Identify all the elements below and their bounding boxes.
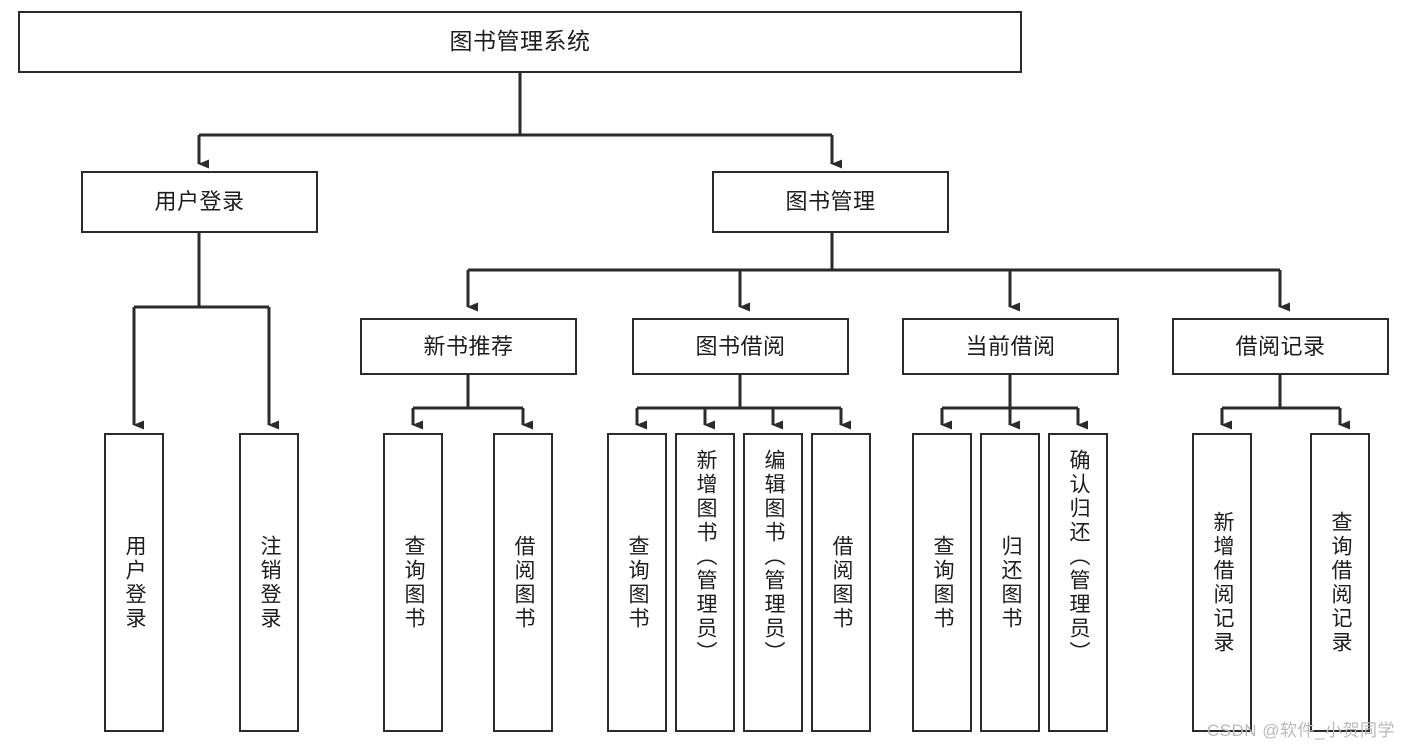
node-label: 图书管理 [785,189,876,215]
leaf-borrow-book-borrow[interactable]: 借阅图书 [811,433,871,732]
node-new-book-recommend[interactable]: 新书推荐 [360,318,577,375]
node-label: 新增借阅记录 [1211,510,1235,655]
node-label: 注销登录 [258,534,282,631]
leaf-logout[interactable]: 注销登录 [239,433,299,732]
node-label: 查询图书 [626,534,650,631]
node-label: 图书借阅 [695,333,786,359]
leaf-add-book-admin[interactable]: 新增图书（管理员） [675,433,735,732]
node-label: 查询图书 [931,534,955,631]
leaf-return-book[interactable]: 归还图书 [980,433,1040,732]
leaf-query-book-borrow[interactable]: 查询图书 [607,433,667,732]
node-user-login[interactable]: 用户登录 [81,171,318,233]
node-current-borrow[interactable]: 当前借阅 [902,318,1119,375]
node-book-borrow[interactable]: 图书借阅 [632,318,849,375]
leaf-query-book-newbook[interactable]: 查询图书 [383,433,443,732]
node-label: 借阅记录 [1235,333,1326,359]
node-root-system[interactable]: 图书管理系统 [18,11,1022,73]
node-label: 编辑图书（管理员） [762,449,786,665]
csdn-watermark: CSDN @软件_小贺同学 [1206,721,1395,740]
node-label: 当前借阅 [965,333,1056,359]
node-borrow-record[interactable]: 借阅记录 [1172,318,1389,375]
node-label: 用户登录 [123,534,147,631]
node-label: 借阅图书 [830,534,854,631]
node-label: 借阅图书 [512,534,536,631]
node-label: 归还图书 [999,534,1023,631]
node-label: 图书管理系统 [449,28,591,55]
leaf-add-borrow-record[interactable]: 新增借阅记录 [1192,433,1252,732]
leaf-query-book-current[interactable]: 查询图书 [912,433,972,732]
node-label: 确认归还（管理员） [1067,449,1091,665]
leaf-user-login[interactable]: 用户登录 [104,433,164,732]
leaf-edit-book-admin[interactable]: 编辑图书（管理员） [743,433,803,732]
node-label: 查询图书 [402,534,426,631]
node-label: 新增图书（管理员） [694,449,718,665]
leaf-borrow-book-newbook[interactable]: 借阅图书 [493,433,553,732]
node-book-management[interactable]: 图书管理 [712,171,949,233]
node-label: 用户登录 [154,189,245,215]
node-label: 新书推荐 [423,333,514,359]
leaf-query-borrow-record[interactable]: 查询借阅记录 [1310,433,1370,732]
node-label: 查询借阅记录 [1329,510,1353,655]
leaf-confirm-return-admin[interactable]: 确认归还（管理员） [1048,433,1108,732]
